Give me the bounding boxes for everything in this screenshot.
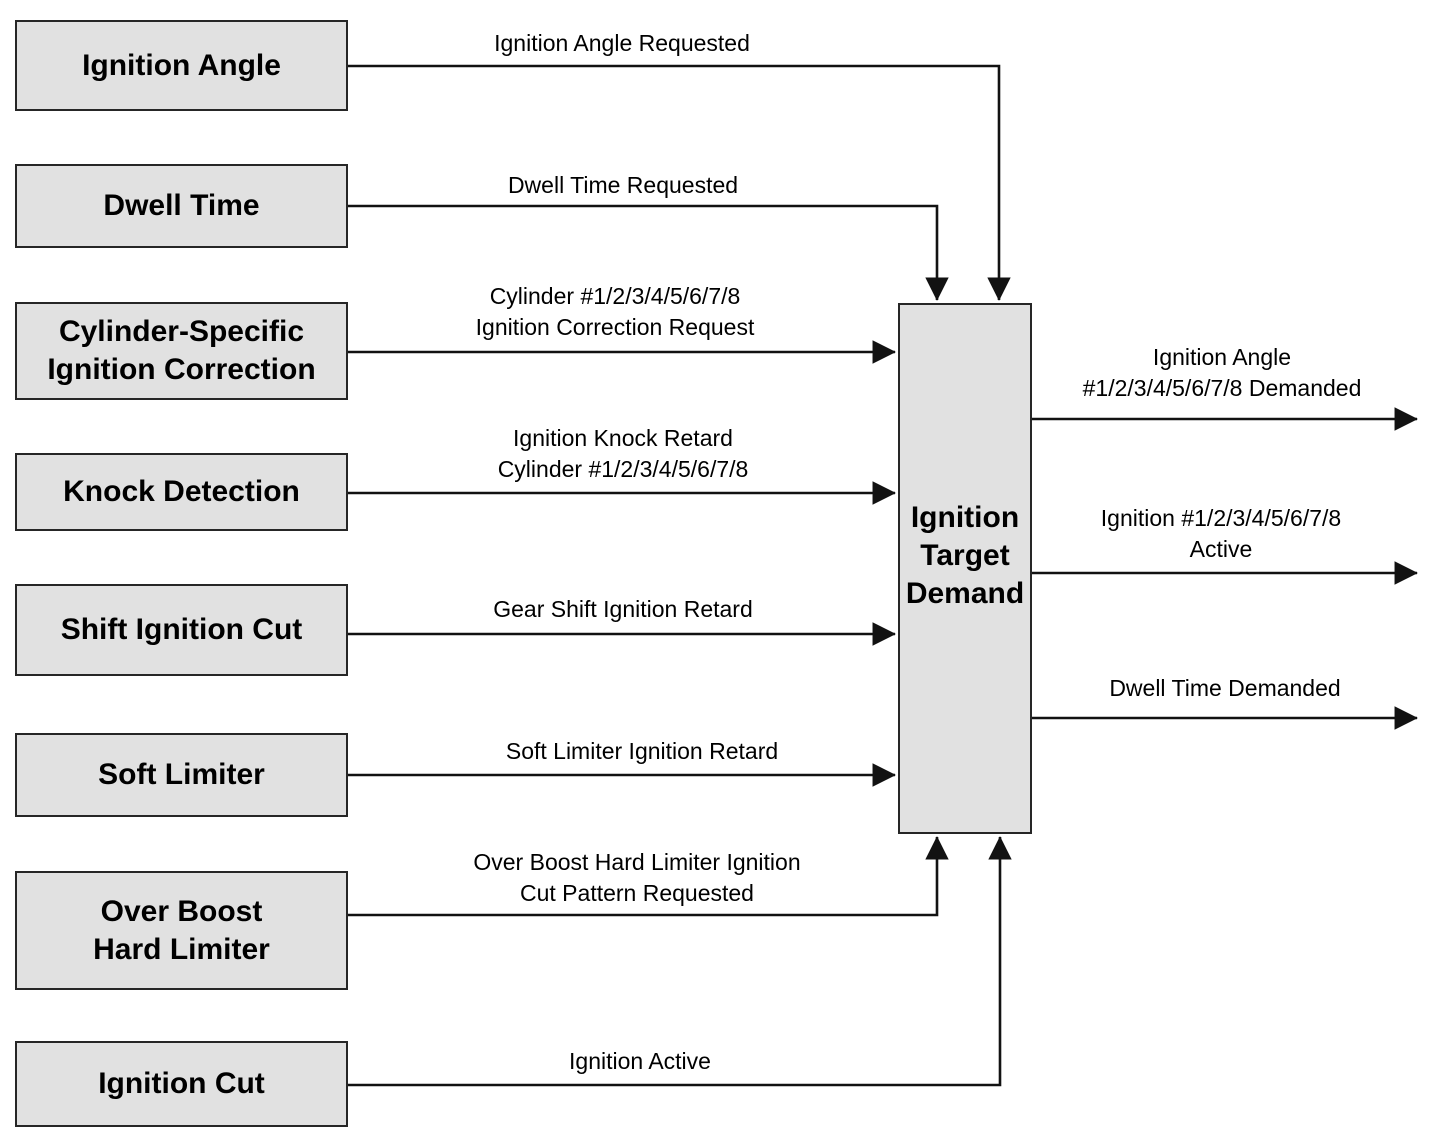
node-cylinder-specific-ignition-correction: Cylinder-Specific Ignition Correction: [15, 302, 348, 400]
node-label: Shift Ignition Cut: [60, 613, 303, 646]
label-over-boost-cut-pattern-requested: Over Boost Hard Limiter Ignition Cut Pat…: [473, 849, 801, 906]
node-shift-ignition-cut: Shift Ignition Cut: [15, 584, 348, 676]
label-ignition-knock-retard: Ignition Knock Retard Cylinder #1/2/3/4/…: [497, 425, 749, 482]
label-soft-limiter-ignition-retard: Soft Limiter Ignition Retard: [505, 738, 779, 764]
node-dwell-time: Dwell Time: [15, 164, 348, 248]
node-label: Knock Detection: [63, 475, 300, 508]
node-label: Hard Limiter: [93, 932, 270, 966]
label-ignition-active: Ignition Active: [569, 1048, 711, 1074]
node-label: Cylinder-Specific: [58, 315, 305, 348]
node-label: Demand: [905, 576, 1025, 610]
node-ignition-cut: Ignition Cut: [15, 1041, 348, 1127]
connector-ignition-angle-requested: [348, 64, 1011, 301]
connector-dwell-time-requested: [348, 204, 949, 301]
label-cylinder-ignition-correction-request: Cylinder #1/2/3/4/5/6/7/8 Ignition Corre…: [475, 283, 755, 340]
node-label: Target: [920, 538, 1010, 572]
label-ignition-cylinders-active: Ignition #1/2/3/4/5/6/7/8 Active: [1100, 505, 1342, 562]
connector-ignition-active: [348, 836, 1012, 1087]
node-knock-detection: Knock Detection: [15, 453, 348, 531]
label-dwell-time-demanded: Dwell Time Demanded: [1109, 675, 1341, 701]
node-label: Ignition Cut: [98, 1067, 265, 1100]
node-ignition-target-demand: Ignition Target Demand: [898, 303, 1032, 834]
connector-over-boost-cut-pattern-requested: [348, 836, 949, 917]
label-ignition-angle-requested: Ignition Angle Requested: [494, 30, 750, 56]
node-label: Over Boost: [100, 894, 263, 928]
node-label: Ignition: [910, 500, 1020, 534]
label-ignition-angle-demanded: Ignition Angle #1/2/3/4/5/6/7/8 Demanded: [1082, 344, 1362, 401]
node-label: Dwell Time: [103, 189, 260, 222]
node-label: Soft Limiter: [98, 758, 265, 791]
node-label: Ignition Correction: [47, 353, 316, 386]
label-gear-shift-ignition-retard: Gear Shift Ignition Retard: [493, 596, 753, 622]
node-over-boost-hard-limiter: Over Boost Hard Limiter: [15, 871, 348, 990]
node-soft-limiter: Soft Limiter: [15, 733, 348, 817]
node-ignition-angle: Ignition Angle: [15, 20, 348, 111]
node-label: Ignition Angle: [82, 48, 281, 82]
label-dwell-time-requested: Dwell Time Requested: [507, 172, 739, 198]
